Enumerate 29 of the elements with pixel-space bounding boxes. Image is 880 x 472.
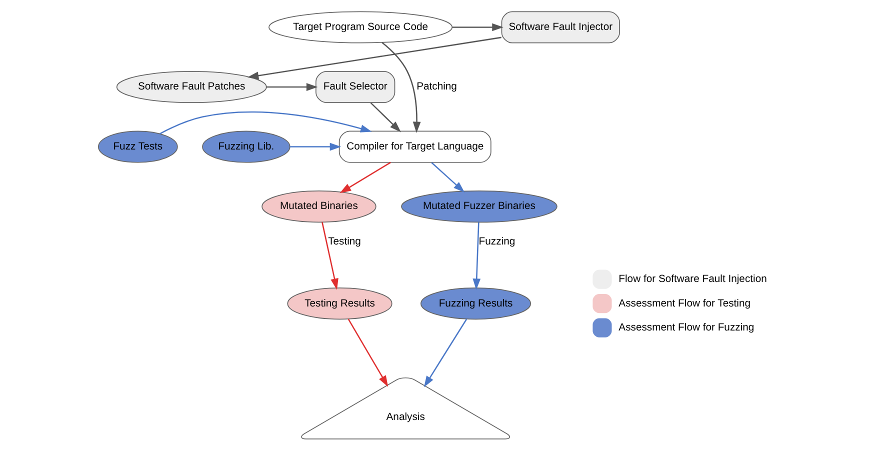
node-ellipse: Fuzzing Lib. <box>202 130 290 163</box>
legend-label: Flow for Software Fault Injection <box>618 274 767 285</box>
arrow <box>322 222 338 290</box>
node-box: Compiler for Target Language <box>338 130 492 163</box>
arrow <box>266 83 318 91</box>
node-ellipse: Fuzzing Results <box>420 288 532 320</box>
arrow <box>247 36 502 80</box>
arrow <box>340 162 391 194</box>
node-box: Software Fault Injector <box>501 11 620 44</box>
node-box: Fault Selector <box>316 70 396 104</box>
legend-label: Assessment Flow for Fuzzing <box>618 322 754 334</box>
edge-label: Testing <box>328 236 361 248</box>
arrow <box>370 102 401 132</box>
arrow <box>431 162 465 192</box>
arrow <box>424 318 468 388</box>
edge-label: Patching <box>416 82 457 93</box>
node-ellipse: Fuzz Tests <box>98 130 178 163</box>
node-ellipse: Mutated Fuzzer Binaries <box>401 190 558 223</box>
legend-label: Assessment Flow for Testing <box>618 298 751 310</box>
arrow <box>159 111 372 134</box>
arrow <box>290 142 342 151</box>
node-ellipse: Mutated Binaries <box>262 190 376 223</box>
arrow <box>452 23 504 32</box>
arrow <box>472 222 481 290</box>
arrow <box>348 318 388 387</box>
node-ellipse: Target Program Source Code <box>268 11 453 44</box>
arrow <box>382 42 421 134</box>
edge-label: Fuzzing <box>478 236 516 248</box>
node-ellipse: Testing Results <box>287 288 392 320</box>
